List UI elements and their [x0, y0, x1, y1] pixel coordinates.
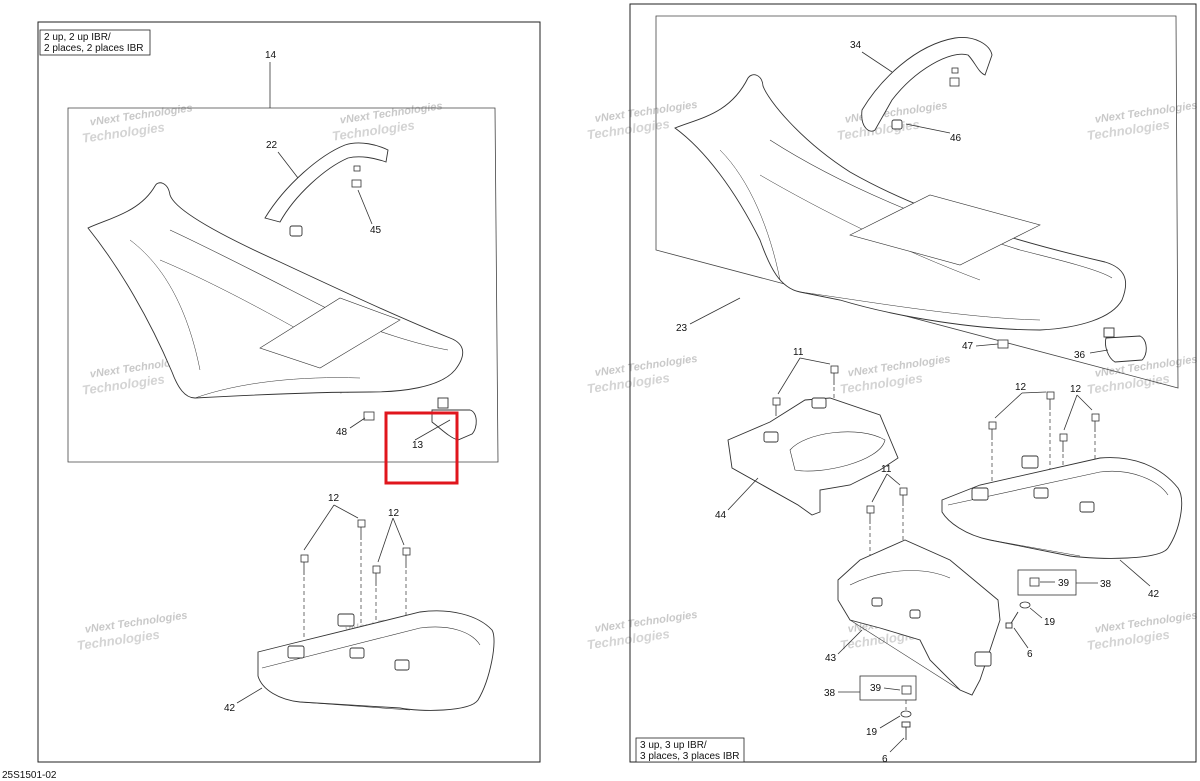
callout-42: 42	[1148, 589, 1160, 600]
callout-38: 38	[1100, 579, 1112, 590]
callout-23: 23	[676, 323, 688, 334]
callout-6: 6	[1027, 649, 1033, 660]
seat-left	[87, 182, 464, 399]
right-panel-frame	[629, 3, 1197, 763]
leader-line	[1029, 607, 1043, 619]
callout-12: 12	[1070, 384, 1082, 395]
kit-box-38-lower	[859, 675, 917, 701]
bolt-6	[901, 721, 911, 740]
right-caption-line1: 3 up, 3 up IBR/	[640, 740, 707, 751]
screws-12-right	[988, 391, 1100, 452]
callout-19: 19	[866, 727, 878, 738]
washer-19	[1019, 601, 1031, 609]
leader-line	[727, 477, 759, 511]
clip-47	[997, 339, 1009, 349]
callout-47: 47	[962, 341, 974, 352]
leader-line	[905, 123, 951, 134]
callout-12: 12	[1015, 382, 1027, 393]
left-caption-box	[39, 29, 151, 56]
leader-line	[357, 189, 373, 225]
luggage-rack-42-left	[257, 610, 495, 711]
callout-45: 45	[370, 225, 382, 236]
right-caption-line2: 3 places, 3 places IBR	[640, 751, 740, 762]
clip-45	[351, 165, 362, 188]
latch-13	[431, 397, 477, 441]
highlight-box	[384, 411, 459, 485]
seat-right	[674, 74, 1126, 331]
callout-11: 11	[793, 347, 804, 358]
callout-48: 48	[336, 427, 348, 438]
callout-11: 11	[881, 464, 892, 475]
callout-12: 12	[328, 493, 340, 504]
callout-39: 39	[1058, 578, 1070, 589]
storage-tray-44	[727, 397, 899, 516]
screws-11-upper	[772, 365, 839, 416]
callout-39: 39	[870, 683, 882, 694]
leader-line	[277, 151, 299, 179]
seat-assembly-box-right	[655, 15, 1179, 389]
leader-line	[883, 687, 901, 691]
leader-line	[349, 417, 366, 429]
callout-36: 36	[1074, 350, 1086, 361]
clip-46	[949, 67, 960, 87]
callout-14: 14	[265, 50, 277, 61]
screws-11-lower	[866, 487, 908, 524]
callout-44: 44	[715, 510, 727, 521]
leader-line	[837, 629, 863, 655]
bolt-6	[1005, 611, 1019, 629]
leader-lines	[994, 391, 1093, 431]
right-caption-box	[635, 737, 745, 763]
left-caption-line1: 2 up, 2 up IBR/	[44, 32, 111, 43]
leader-line	[689, 297, 741, 325]
left-caption-line2: 2 places, 2 places IBR	[44, 43, 144, 54]
leader-line	[236, 687, 263, 704]
leader-line	[1013, 627, 1029, 649]
diagram-id: 25S1501-02	[2, 770, 57, 781]
luggage-rack-42-right	[941, 455, 1183, 559]
latch-36	[1103, 327, 1147, 363]
callout-34: 34	[850, 40, 862, 51]
grab-strap-22	[264, 142, 389, 237]
leader-line	[1119, 559, 1151, 587]
nut-39	[901, 685, 912, 695]
leader-line	[975, 343, 999, 347]
callout-13: 13	[412, 440, 424, 451]
callout-43: 43	[825, 653, 837, 664]
callout-12: 12	[388, 508, 400, 519]
grab-strap-34	[861, 37, 993, 132]
callout-19: 19	[1044, 617, 1056, 628]
nut-39	[1029, 577, 1040, 587]
callout-6: 6	[882, 754, 888, 765]
clip-48	[363, 411, 375, 421]
seat-assembly-box-left	[67, 107, 499, 463]
leader-line	[1089, 349, 1109, 354]
leader-line	[861, 51, 893, 73]
leader-line	[879, 715, 901, 729]
callout-22: 22	[266, 140, 278, 151]
leader-line	[889, 737, 905, 753]
washer-19	[900, 710, 912, 718]
left-panel-frame	[37, 21, 541, 763]
leader-line	[414, 419, 451, 441]
leader-lines	[871, 473, 901, 503]
callout-46: 46	[950, 133, 962, 144]
kit-box-38-upper	[1017, 569, 1077, 596]
leader-lines	[303, 504, 405, 563]
screws-12-left	[300, 519, 411, 586]
callout-38: 38	[824, 688, 836, 699]
leader-lines	[777, 357, 831, 395]
frame-43	[837, 539, 1001, 696]
callout-42: 42	[224, 703, 236, 714]
